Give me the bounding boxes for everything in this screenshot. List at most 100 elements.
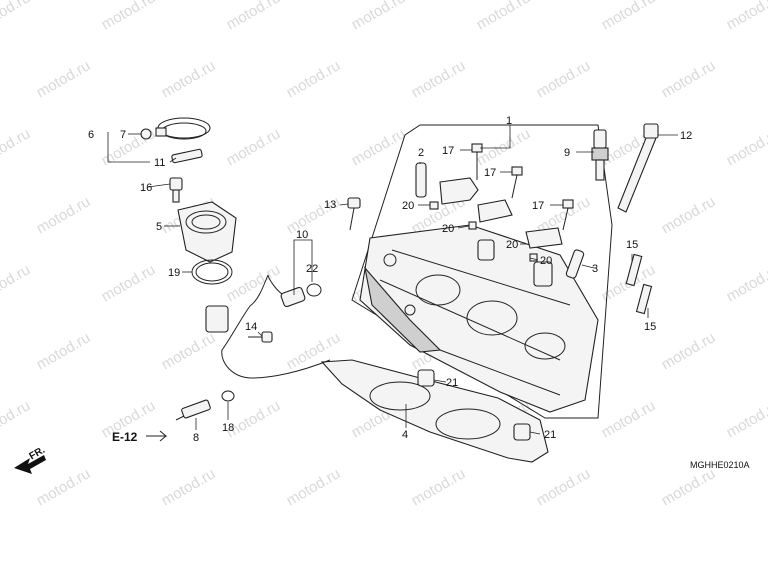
callout-10: 10	[296, 229, 308, 241]
clamp-screw-11	[171, 148, 203, 164]
watermark-text: motod.ru	[284, 57, 344, 101]
watermark-text: motod.ru	[599, 397, 659, 441]
bolt-16	[169, 177, 183, 203]
callout-20b: 20	[442, 223, 454, 235]
watermark-text: motod.ru	[159, 465, 219, 509]
watermark-text: motod.ru	[0, 0, 33, 33]
watermark-text: motod.ru	[34, 193, 94, 237]
clamp-band	[155, 117, 211, 140]
callout-7: 7	[120, 129, 126, 141]
watermark-text: motod.ru	[159, 57, 219, 101]
callout-14: 14	[245, 321, 257, 333]
callout-17c: 17	[532, 200, 544, 212]
head-gasket	[320, 359, 549, 463]
gasket-bore-1	[369, 381, 431, 411]
callout-19: 19	[168, 267, 180, 279]
bolt-13	[347, 197, 361, 231]
callout-9: 9	[564, 147, 570, 159]
watermark-text: motod.ru	[349, 125, 409, 169]
watermark-text: motod.ru	[659, 193, 719, 237]
callout-15a: 15	[626, 239, 638, 251]
callout-3: 3	[592, 263, 598, 275]
callout-11: 11	[154, 157, 165, 169]
callout-22: 22	[306, 263, 318, 275]
callout-12: 12	[680, 130, 692, 142]
callout-18: 18	[222, 422, 234, 434]
dowel-pin-1	[417, 369, 435, 387]
watermark-text: motod.ru	[534, 465, 594, 509]
watermark-text: motod.ru	[659, 57, 719, 101]
bolt-17-c	[562, 199, 574, 231]
watermark-text: motod.ru	[34, 57, 94, 101]
watermark-text: motod.ru	[659, 465, 719, 509]
small-clip-3	[529, 253, 538, 262]
leader-lines	[107, 125, 678, 435]
callout-16: 16	[140, 182, 152, 194]
clamp-nut-7	[140, 128, 152, 140]
watermark-text: motod.ru	[159, 329, 219, 373]
callout-6: 6	[88, 129, 94, 141]
callout-15b: 15	[644, 321, 656, 333]
watermark-text: motod.ru	[0, 125, 33, 169]
watermark-text: motod.ru	[224, 261, 284, 305]
watermark-text: motod.ru	[724, 397, 768, 441]
watermark-text: motod.ru	[724, 0, 768, 33]
callout-4: 4	[402, 429, 408, 441]
cam-holder-2	[477, 199, 513, 223]
watermark-text: motod.ru	[0, 397, 33, 441]
watermark-text: motod.ru	[724, 261, 768, 305]
bolt-17-b	[511, 166, 523, 199]
gasket-bore-2	[435, 408, 501, 440]
watermark-text: motod.ru	[34, 465, 94, 509]
stud-bolt-15-b	[635, 283, 653, 315]
bolt-14	[248, 331, 273, 343]
dowel-pin-2	[513, 423, 531, 441]
callouts: 1 2 3 4 5 6 7 8 9 10 11 12 13 14 15 15 1…	[88, 115, 692, 444]
front-direction-arrow	[14, 455, 46, 474]
callout-2: 2	[418, 147, 424, 159]
watermark-text: motod.ru	[474, 0, 534, 33]
small-clip-1	[429, 201, 439, 210]
temp-sensor	[175, 399, 211, 421]
sleeve-2	[415, 162, 427, 198]
washer-18	[221, 390, 235, 402]
cylinder-head	[359, 224, 599, 413]
watermark-text: motod.ru	[284, 465, 344, 509]
sleeve-3	[565, 249, 585, 279]
callout-20c: 20	[506, 239, 518, 251]
callout-5: 5	[156, 221, 162, 233]
callout-17a: 17	[442, 145, 454, 157]
watermark-text: motod.ru	[99, 261, 159, 305]
callout-21b: 21	[544, 429, 556, 441]
o-ring-19-inner	[195, 262, 229, 282]
watermark-text: motod.ru	[534, 57, 594, 101]
watermark-text: motod.ru	[659, 329, 719, 373]
watermark-text: motod.ru	[409, 465, 469, 509]
watermark-text: motod.ru	[224, 125, 284, 169]
callout-20a: 20	[402, 200, 414, 212]
watermark-text: motod.ru	[99, 0, 159, 33]
cam-holder-1	[439, 177, 479, 205]
cam-holder-3	[525, 227, 563, 249]
callout-17b: 17	[484, 167, 496, 179]
watermark-text: motod.ru	[0, 261, 33, 305]
diagram-code: MGHHE0210A	[690, 460, 750, 470]
watermark-text: motod.ru	[349, 0, 409, 33]
spark-plug	[591, 129, 609, 181]
watermark-text: motod.ru	[224, 0, 284, 33]
reference-label: E-12	[112, 430, 138, 444]
e12-arrow	[146, 430, 168, 442]
stud-bolt-15-a	[625, 253, 643, 287]
callout-20d: 20	[540, 255, 552, 267]
callout-1: 1	[506, 115, 512, 127]
sensor-harness	[205, 274, 331, 379]
callout-8: 8	[193, 432, 199, 444]
watermark-text: motod.ru	[409, 57, 469, 101]
intake-insulator	[177, 201, 237, 263]
watermark-text: motod.ru	[599, 0, 659, 33]
small-clip-2	[468, 221, 477, 230]
callout-21a: 21	[446, 377, 458, 389]
watermark-text: motod.ru	[34, 329, 94, 373]
long-stud-bolt	[617, 123, 659, 213]
